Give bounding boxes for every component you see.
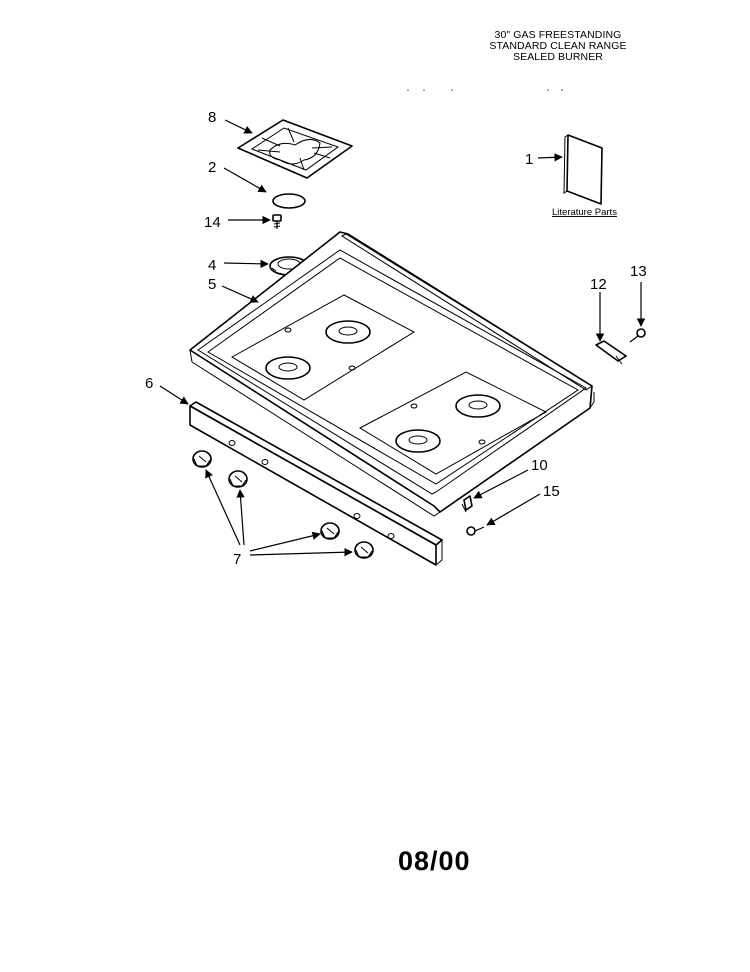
- callout-6: 6: [145, 375, 153, 392]
- scan-artifacts: [407, 89, 563, 91]
- header-line-3: SEALED BURNER: [513, 51, 603, 63]
- manifold-panel: [189, 401, 443, 566]
- screw-13: [629, 328, 646, 343]
- callout-arrows: [159, 119, 646, 557]
- knob-4: [354, 541, 374, 559]
- knob-1: [192, 450, 212, 468]
- callout-10: 10: [531, 457, 548, 474]
- callout-5: 5: [208, 276, 216, 293]
- screw-15: [466, 526, 485, 536]
- callout-7: 7: [233, 551, 241, 568]
- screw-14: [272, 214, 282, 229]
- diagram-header: 30" GAS FREESTANDING STANDARD CLEAN RANG…: [408, 30, 708, 63]
- bracket-12: [595, 340, 627, 365]
- literature-parts-label: Literature Parts: [552, 207, 617, 218]
- callout-15: 15: [543, 483, 560, 500]
- cooktop: [189, 231, 595, 517]
- burner-cap: [272, 193, 306, 209]
- knob-2: [228, 470, 248, 488]
- control-knobs: [192, 450, 374, 559]
- callout-8: 8: [208, 109, 216, 126]
- callout-14: 14: [204, 214, 221, 231]
- header-line-1: 30" GAS FREESTANDING: [494, 29, 622, 41]
- header-line-2: STANDARD CLEAN RANGE: [489, 40, 627, 52]
- revision-date: 08/00: [398, 846, 471, 876]
- callout-2: 2: [208, 159, 216, 176]
- literature-booklet: [563, 134, 603, 205]
- callout-4: 4: [208, 257, 216, 274]
- knob-3: [320, 522, 340, 540]
- callout-1: 1: [525, 151, 533, 168]
- callout-13: 13: [630, 263, 647, 280]
- burner-grate: [237, 119, 353, 179]
- clip-10: [461, 495, 473, 513]
- callout-12: 12: [590, 276, 607, 293]
